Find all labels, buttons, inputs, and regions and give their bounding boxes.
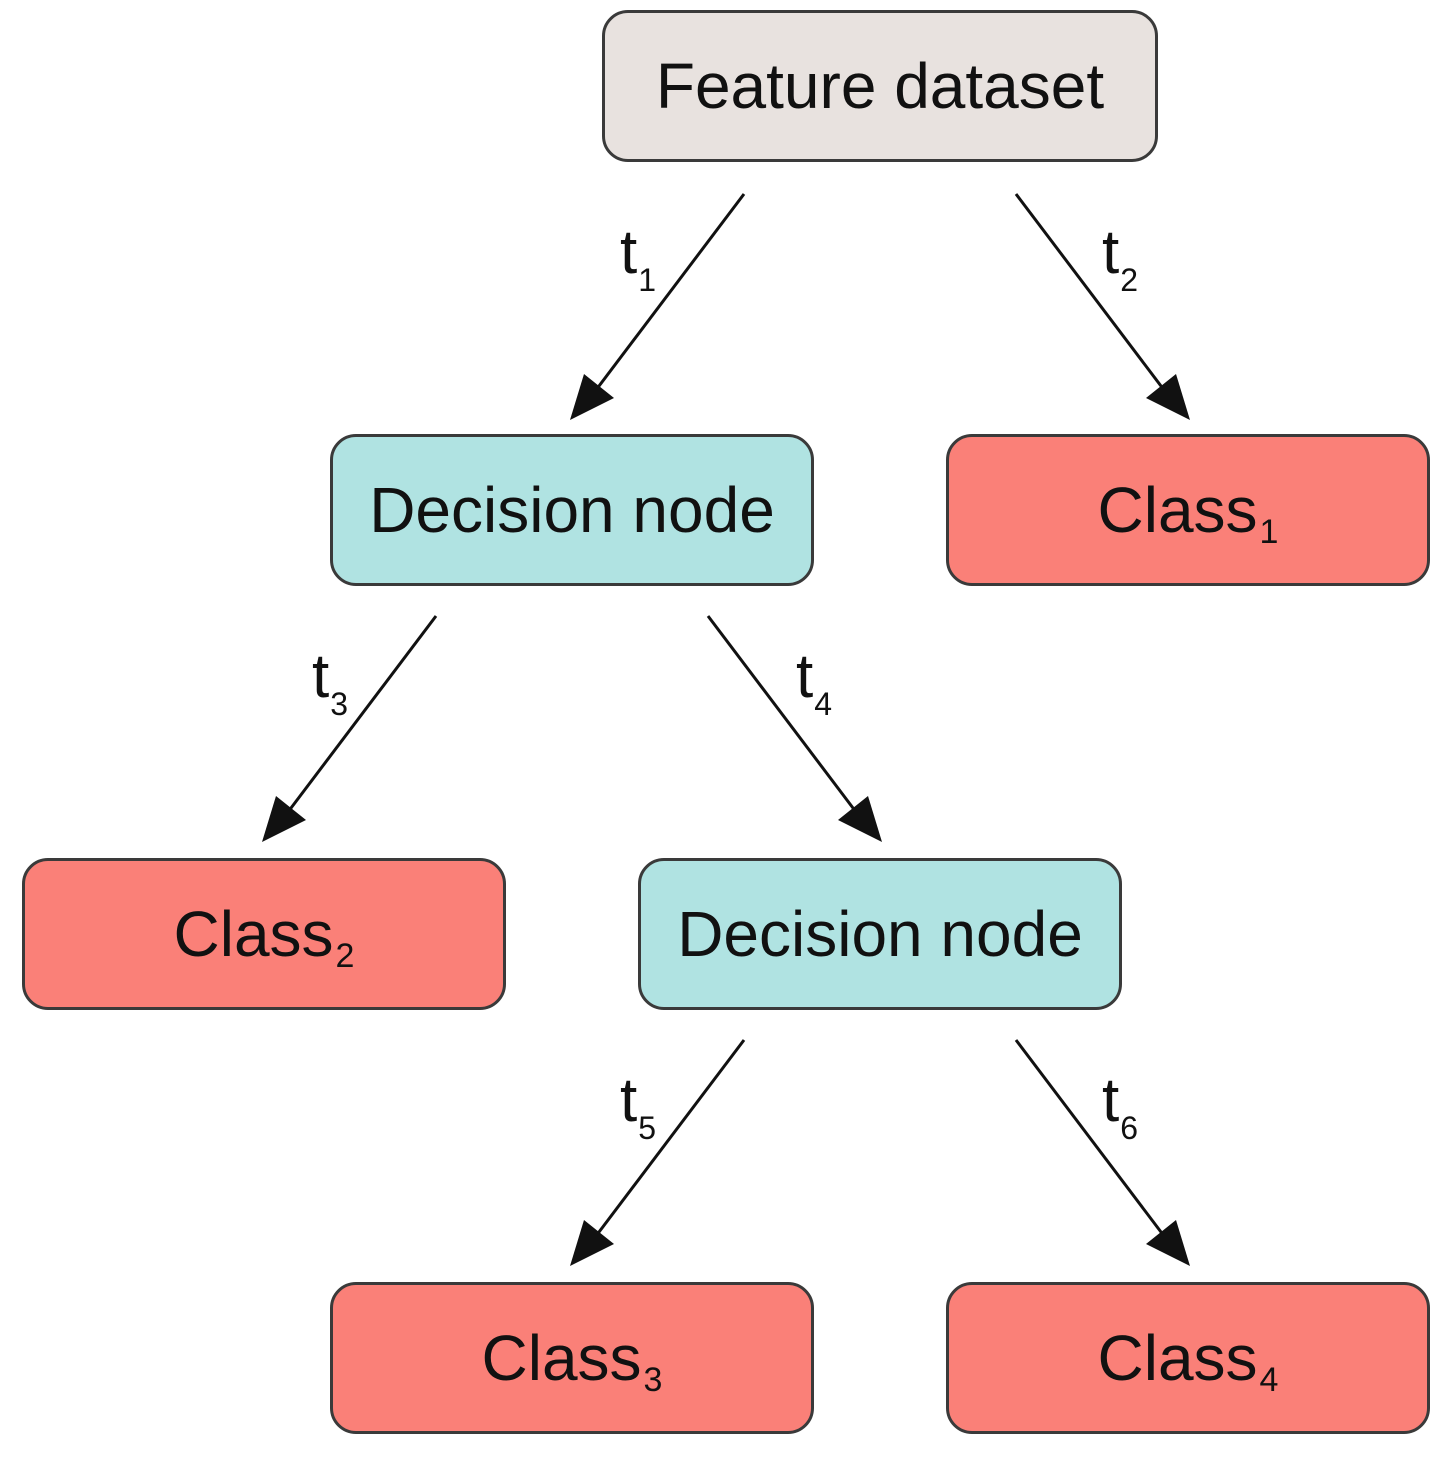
node-feature-dataset: Feature dataset [602,10,1158,162]
node-decision-1: Decision node [330,434,814,586]
edge-t6-arrowhead [1146,1220,1190,1266]
edge-t2-arrowhead [1146,374,1190,420]
edge-label-t1-text: t [620,218,638,287]
edge-label-t4: t4 [796,646,832,721]
edge-t5-arrowhead [570,1220,614,1266]
node-decision-2: Decision node [638,858,1122,1010]
edge-label-t4-text: t [796,642,814,711]
edge-label-t5: t5 [620,1070,656,1145]
edge-label-t6-text: t [1102,1066,1120,1135]
node-decision-2-label: Decision node [677,898,1083,970]
node-class-4-label: Class [1097,1322,1258,1394]
edge-label-t3-text: t [312,642,330,711]
edge-t4-arrowhead [838,796,882,842]
edge-label-t5-subscript: 5 [638,1110,657,1146]
node-class-4-subscript: 4 [1259,1361,1279,1399]
edge-t5-arrow [594,1039,746,1237]
edge-label-t3-subscript: 3 [330,686,349,722]
node-class-2-subscript: 2 [335,937,355,975]
edge-t4-arrow [706,615,858,813]
node-feature-dataset-label: Feature dataset [655,50,1105,122]
edge-label-t2-subscript: 2 [1120,262,1139,298]
edge-label-t6-subscript: 6 [1120,1110,1139,1146]
edge-t2-arrow [1014,193,1166,391]
node-class-1-subscript: 1 [1259,513,1279,551]
node-decision-1-label: Decision node [369,474,775,546]
edge-t3-arrowhead [262,796,306,842]
edge-t6-arrow [1014,1039,1166,1237]
edge-t1-arrow [594,193,746,391]
edge-label-t1: t1 [620,222,656,297]
node-class-1-label: Class [1097,474,1258,546]
edge-label-t6: t6 [1102,1070,1138,1145]
edge-t3-arrow [286,615,438,813]
node-class-3-subscript: 3 [643,1361,663,1399]
node-class-2-label: Class [173,898,334,970]
edge-label-t5-text: t [620,1066,638,1135]
node-class-3-label: Class [481,1322,642,1394]
edge-label-t4-subscript: 4 [814,686,833,722]
edge-label-t1-subscript: 1 [638,262,657,298]
edge-label-t3: t3 [312,646,348,721]
edge-t1-arrowhead [570,374,614,420]
edge-label-t2: t2 [1102,222,1138,297]
edge-label-t2-text: t [1102,218,1120,287]
